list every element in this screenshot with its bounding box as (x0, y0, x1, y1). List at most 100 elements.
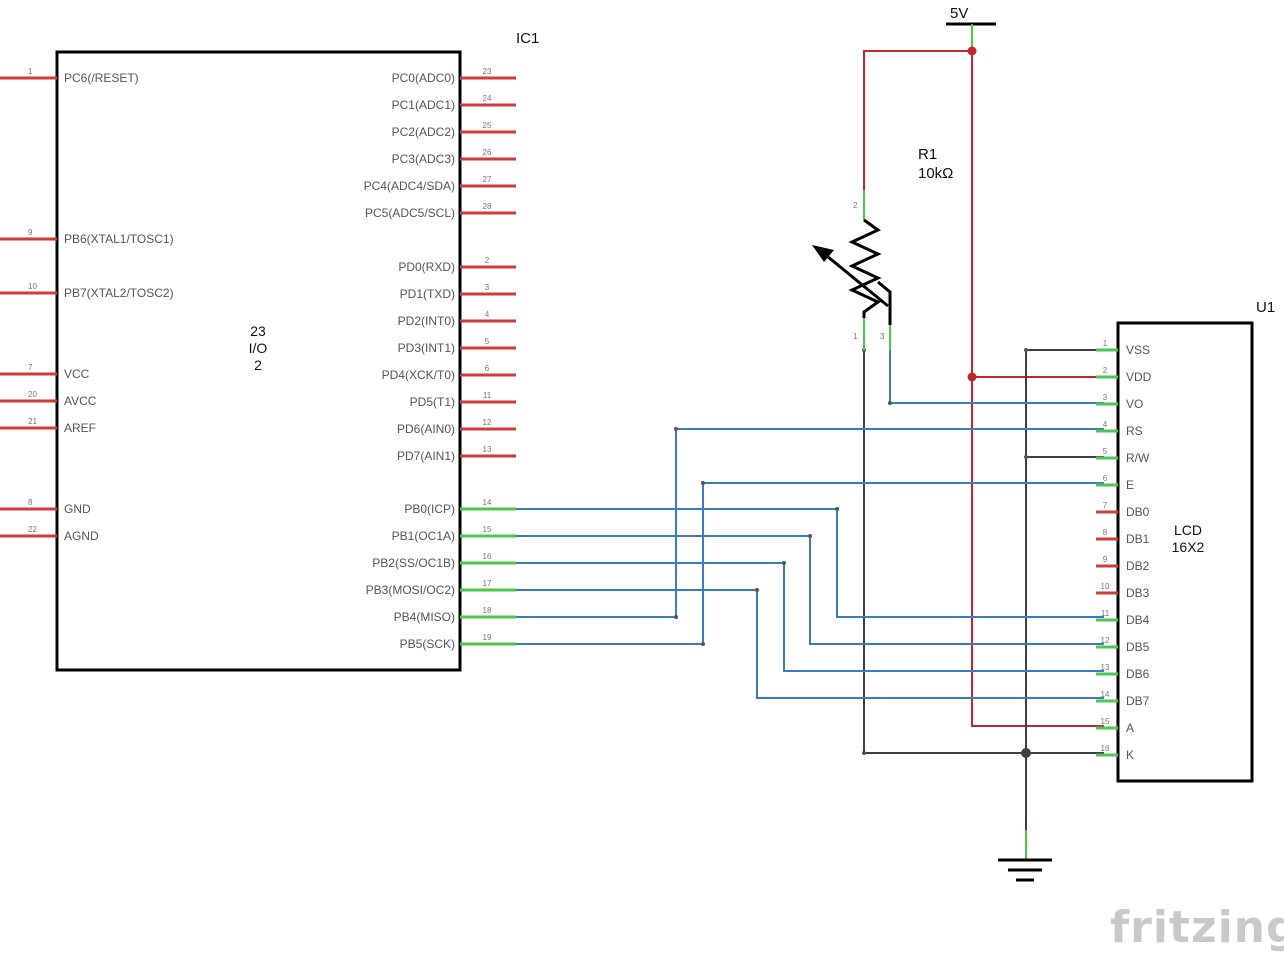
u1-pin-number: 7 (1103, 501, 1108, 510)
u1-pin-label: DB3 (1126, 586, 1150, 600)
u1-pin-number: 12 (1101, 636, 1110, 645)
junction-dot-ground (1021, 748, 1031, 758)
ic1-pin-number: 4 (485, 310, 490, 319)
u1-pin-number: 4 (1103, 420, 1108, 429)
ic1-pin-label: AVCC (64, 394, 97, 408)
u1-pin-number: 1 (1103, 339, 1108, 348)
ic1-pin-number: 3 (485, 283, 490, 292)
ic1-pin-number: 22 (28, 525, 37, 534)
potentiometer-r1[interactable]: 2 1 3 R1 10kΩ (812, 146, 953, 350)
u1-pin-number: 13 (1101, 663, 1110, 672)
ic1-pin-number: 17 (483, 579, 492, 588)
ic1-pin-label: PD1(TXD) (400, 287, 455, 301)
ic1-pin-number: 16 (483, 552, 492, 561)
u1-pin-label: VDD (1126, 370, 1152, 384)
ic1-name: IC1 (516, 30, 539, 47)
ic1-pin-label: PD6(AIN0) (397, 422, 455, 436)
ic1-pin-number: 12 (483, 418, 492, 427)
ic1-pin-label: GND (64, 502, 91, 516)
u1-pin-label: RS (1126, 424, 1143, 438)
ic1-body[interactable] (55, 50, 462, 672)
u1-pin-label: VO (1126, 397, 1143, 411)
wire-5v-to-pot[interactable] (863, 50, 972, 190)
wire-joint (782, 561, 786, 565)
ic1-pin-number: 21 (28, 417, 37, 426)
u1-pin-label: DB4 (1126, 613, 1150, 627)
ic1-pin-label: PD4(XCK/T0) (382, 368, 455, 382)
u1-pin-number: 8 (1103, 528, 1108, 537)
wire-rs[interactable] (460, 428, 1104, 618)
ic1-pin-number: 18 (483, 606, 492, 615)
wire-joint (674, 615, 678, 619)
ic1-pin-number: 1 (28, 67, 33, 76)
u1-center-line-2: 16X2 (1172, 539, 1205, 555)
u1-pin-number: 3 (1103, 393, 1108, 402)
r1-pin-number-3: 3 (880, 332, 885, 341)
ic1-pin-number: 2 (485, 256, 490, 265)
wire-db5[interactable] (460, 535, 1104, 645)
ic1-center-line-1: 23 (250, 323, 266, 339)
ic1-pin-label: PD0(RXD) (398, 260, 455, 274)
wire-joint (755, 588, 759, 592)
ic1-pin-number: 23 (483, 67, 492, 76)
ic1-pin-label: PB4(MISO) (394, 610, 455, 624)
wire-joint (888, 401, 892, 405)
ic1-pin-label: PC0(ADC0) (392, 71, 455, 85)
ic1-pin-label: PB0(ICP) (404, 502, 455, 516)
wire-joint (835, 507, 839, 511)
ic1-pin-label: AREF (64, 421, 96, 435)
r1-arrow-shaft (821, 250, 889, 308)
ic1-pin-label: PD7(AIN1) (397, 449, 455, 463)
r1-arrow-head (812, 245, 834, 262)
ic1-pin-number: 7 (28, 363, 33, 372)
ic1-pin-number: 19 (483, 633, 492, 642)
ic1-pin-number: 26 (483, 148, 492, 157)
power-5v-symbol[interactable]: 5V (946, 5, 996, 50)
ground-symbol[interactable] (998, 830, 1052, 882)
u1-body[interactable] (1116, 321, 1254, 783)
wire-k-ground[interactable] (863, 350, 1104, 754)
r1-resistor-zigzag (848, 218, 882, 318)
wire-db7[interactable] (460, 589, 1104, 699)
u1-pin-number: 11 (1101, 609, 1110, 618)
ic1-pin-label: PC2(ADC2) (392, 125, 455, 139)
u1-pin-number: 5 (1103, 447, 1108, 456)
ic1-pin-label: VCC (64, 367, 90, 381)
ic1-pin-number: 14 (483, 498, 492, 507)
r1-wiper-line (877, 280, 892, 325)
u1-pin-number: 16 (1101, 744, 1110, 753)
ic1-pin-label: PC4(ADC4/SDA) (364, 179, 455, 193)
wire-joint (701, 481, 705, 485)
wire-joint (701, 642, 705, 646)
u1-pin-number: 15 (1101, 717, 1110, 726)
r1-value: 10kΩ (918, 165, 953, 182)
junction-dot-vdd (967, 372, 977, 382)
u1-pin-number: 9 (1103, 555, 1108, 564)
wire-joint (674, 427, 678, 431)
ic1-pin-label: PB1(OC1A) (392, 529, 455, 543)
wire-5v-rail[interactable] (971, 51, 1104, 727)
ic1-pin-number: 25 (483, 121, 492, 130)
r1-pin-number-1: 1 (853, 332, 858, 341)
u1-pin-number: 10 (1101, 582, 1110, 591)
wire-vss[interactable] (1025, 349, 1104, 830)
u1-pin-number: 6 (1103, 474, 1108, 483)
ic1-pin-number: 20 (28, 390, 37, 399)
wire-joint (808, 534, 812, 538)
wire-db4[interactable] (460, 508, 1104, 618)
u1-pin-number: 14 (1101, 690, 1110, 699)
u1-pin-label: DB5 (1126, 640, 1150, 654)
u1-center-line-1: LCD (1174, 522, 1202, 538)
u1-pin-label: VSS (1126, 343, 1150, 357)
ic1-pin-label: PC3(ADC3) (392, 152, 455, 166)
ic1-pin-number: 28 (483, 202, 492, 211)
u1-name: U1 (1256, 299, 1275, 316)
r1-pin-number-2: 2 (853, 201, 858, 210)
wire-db6[interactable] (460, 562, 1104, 672)
ic1-pin-label: PD2(INT0) (398, 314, 455, 328)
ic1-pin-number: 27 (483, 175, 492, 184)
ic1-pin-number: 6 (485, 364, 490, 373)
power-5v-label: 5V (950, 5, 968, 22)
